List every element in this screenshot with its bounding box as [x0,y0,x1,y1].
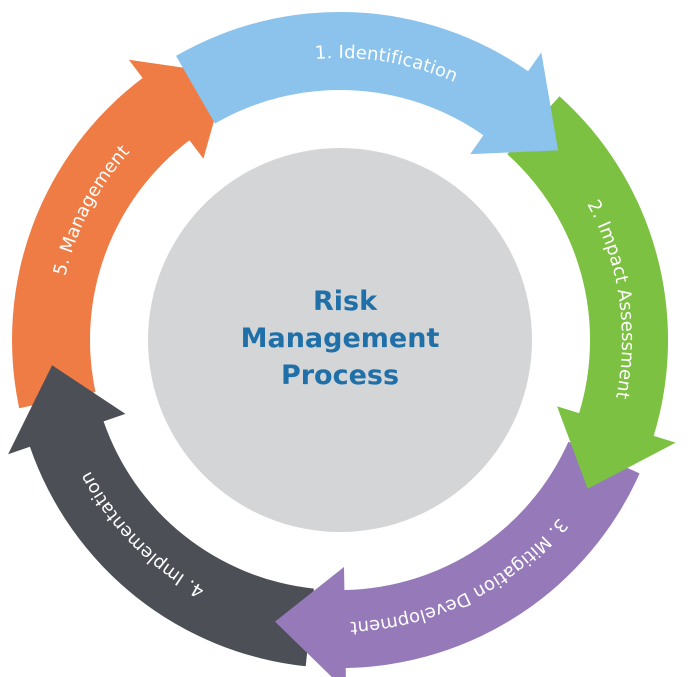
arrow-mitigation-development [275,441,640,677]
arrow-impact-assessment [507,96,676,489]
arrow-implementation [8,365,314,667]
center-title-line3: Process [281,360,399,391]
arrow-management [12,59,228,409]
cycle-arrows [8,11,676,677]
center-title-line1: Risk [313,286,378,317]
arrow-identification [176,11,559,155]
center-title-line2: Management [241,323,440,354]
center-circle [148,148,532,532]
